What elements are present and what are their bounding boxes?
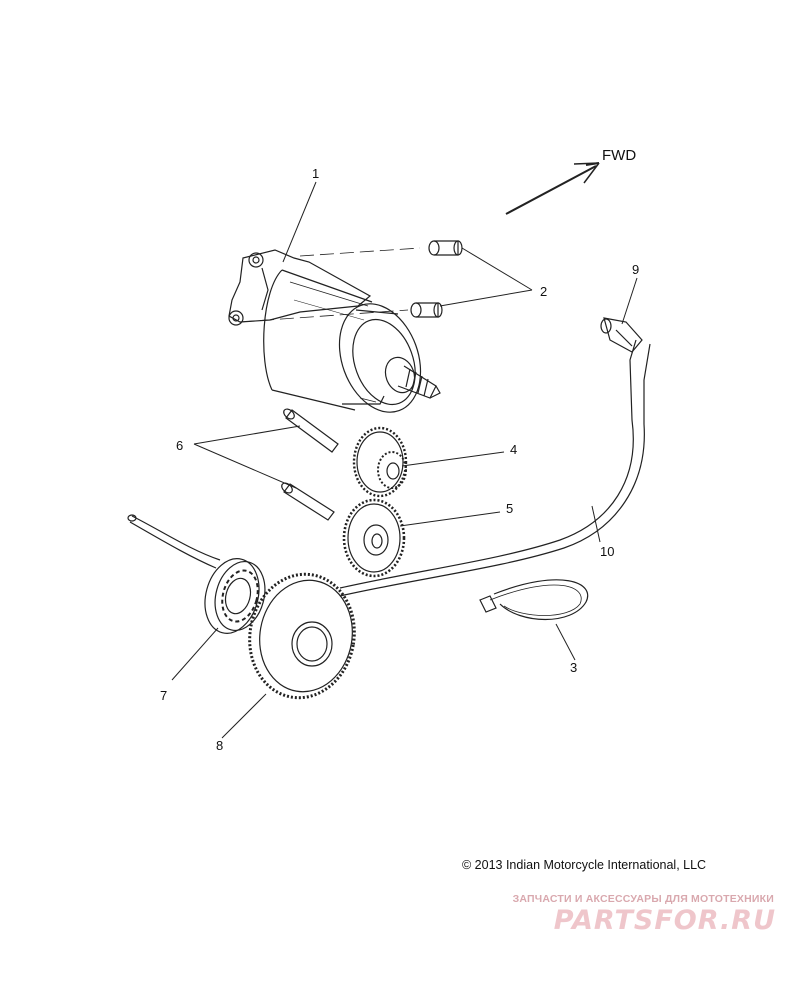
callout-9: 9 [632, 262, 639, 277]
fwd-label: FWD [602, 147, 636, 164]
pin-lower [281, 482, 335, 521]
idler-gear [352, 426, 408, 498]
sprag-clutch [204, 558, 266, 634]
callout-4: 4 [510, 442, 517, 457]
callout-7: 7 [160, 688, 167, 703]
starter-cable [127, 339, 651, 597]
bolt-lower [410, 302, 443, 318]
callout-3: 3 [570, 660, 577, 675]
reduction-gear [342, 498, 406, 578]
watermark-tagline: ЗАПЧАСТИ И АКСЕССУАРЫ ДЛЯ МОТОТЕХНИКИ [512, 893, 774, 905]
callout-1: 1 [312, 166, 319, 181]
copyright-notice: © 2013 Indian Motorcycle International, … [462, 858, 707, 872]
fwd-arrow [505, 162, 600, 215]
starter-motor [228, 247, 441, 413]
leader-lines [171, 181, 638, 739]
callout-6: 6 [176, 438, 183, 453]
pin-upper [283, 408, 339, 453]
watermark-logo: PARTSFOR.RU [553, 905, 776, 936]
cable-terminal [600, 317, 643, 353]
callout-10: 10 [600, 544, 614, 559]
driven-gear [248, 572, 356, 700]
cable-tie [479, 579, 589, 620]
callout-5: 5 [506, 501, 513, 516]
bolt-upper [428, 240, 463, 256]
callout-8: 8 [216, 738, 223, 753]
callout-2: 2 [540, 284, 547, 299]
